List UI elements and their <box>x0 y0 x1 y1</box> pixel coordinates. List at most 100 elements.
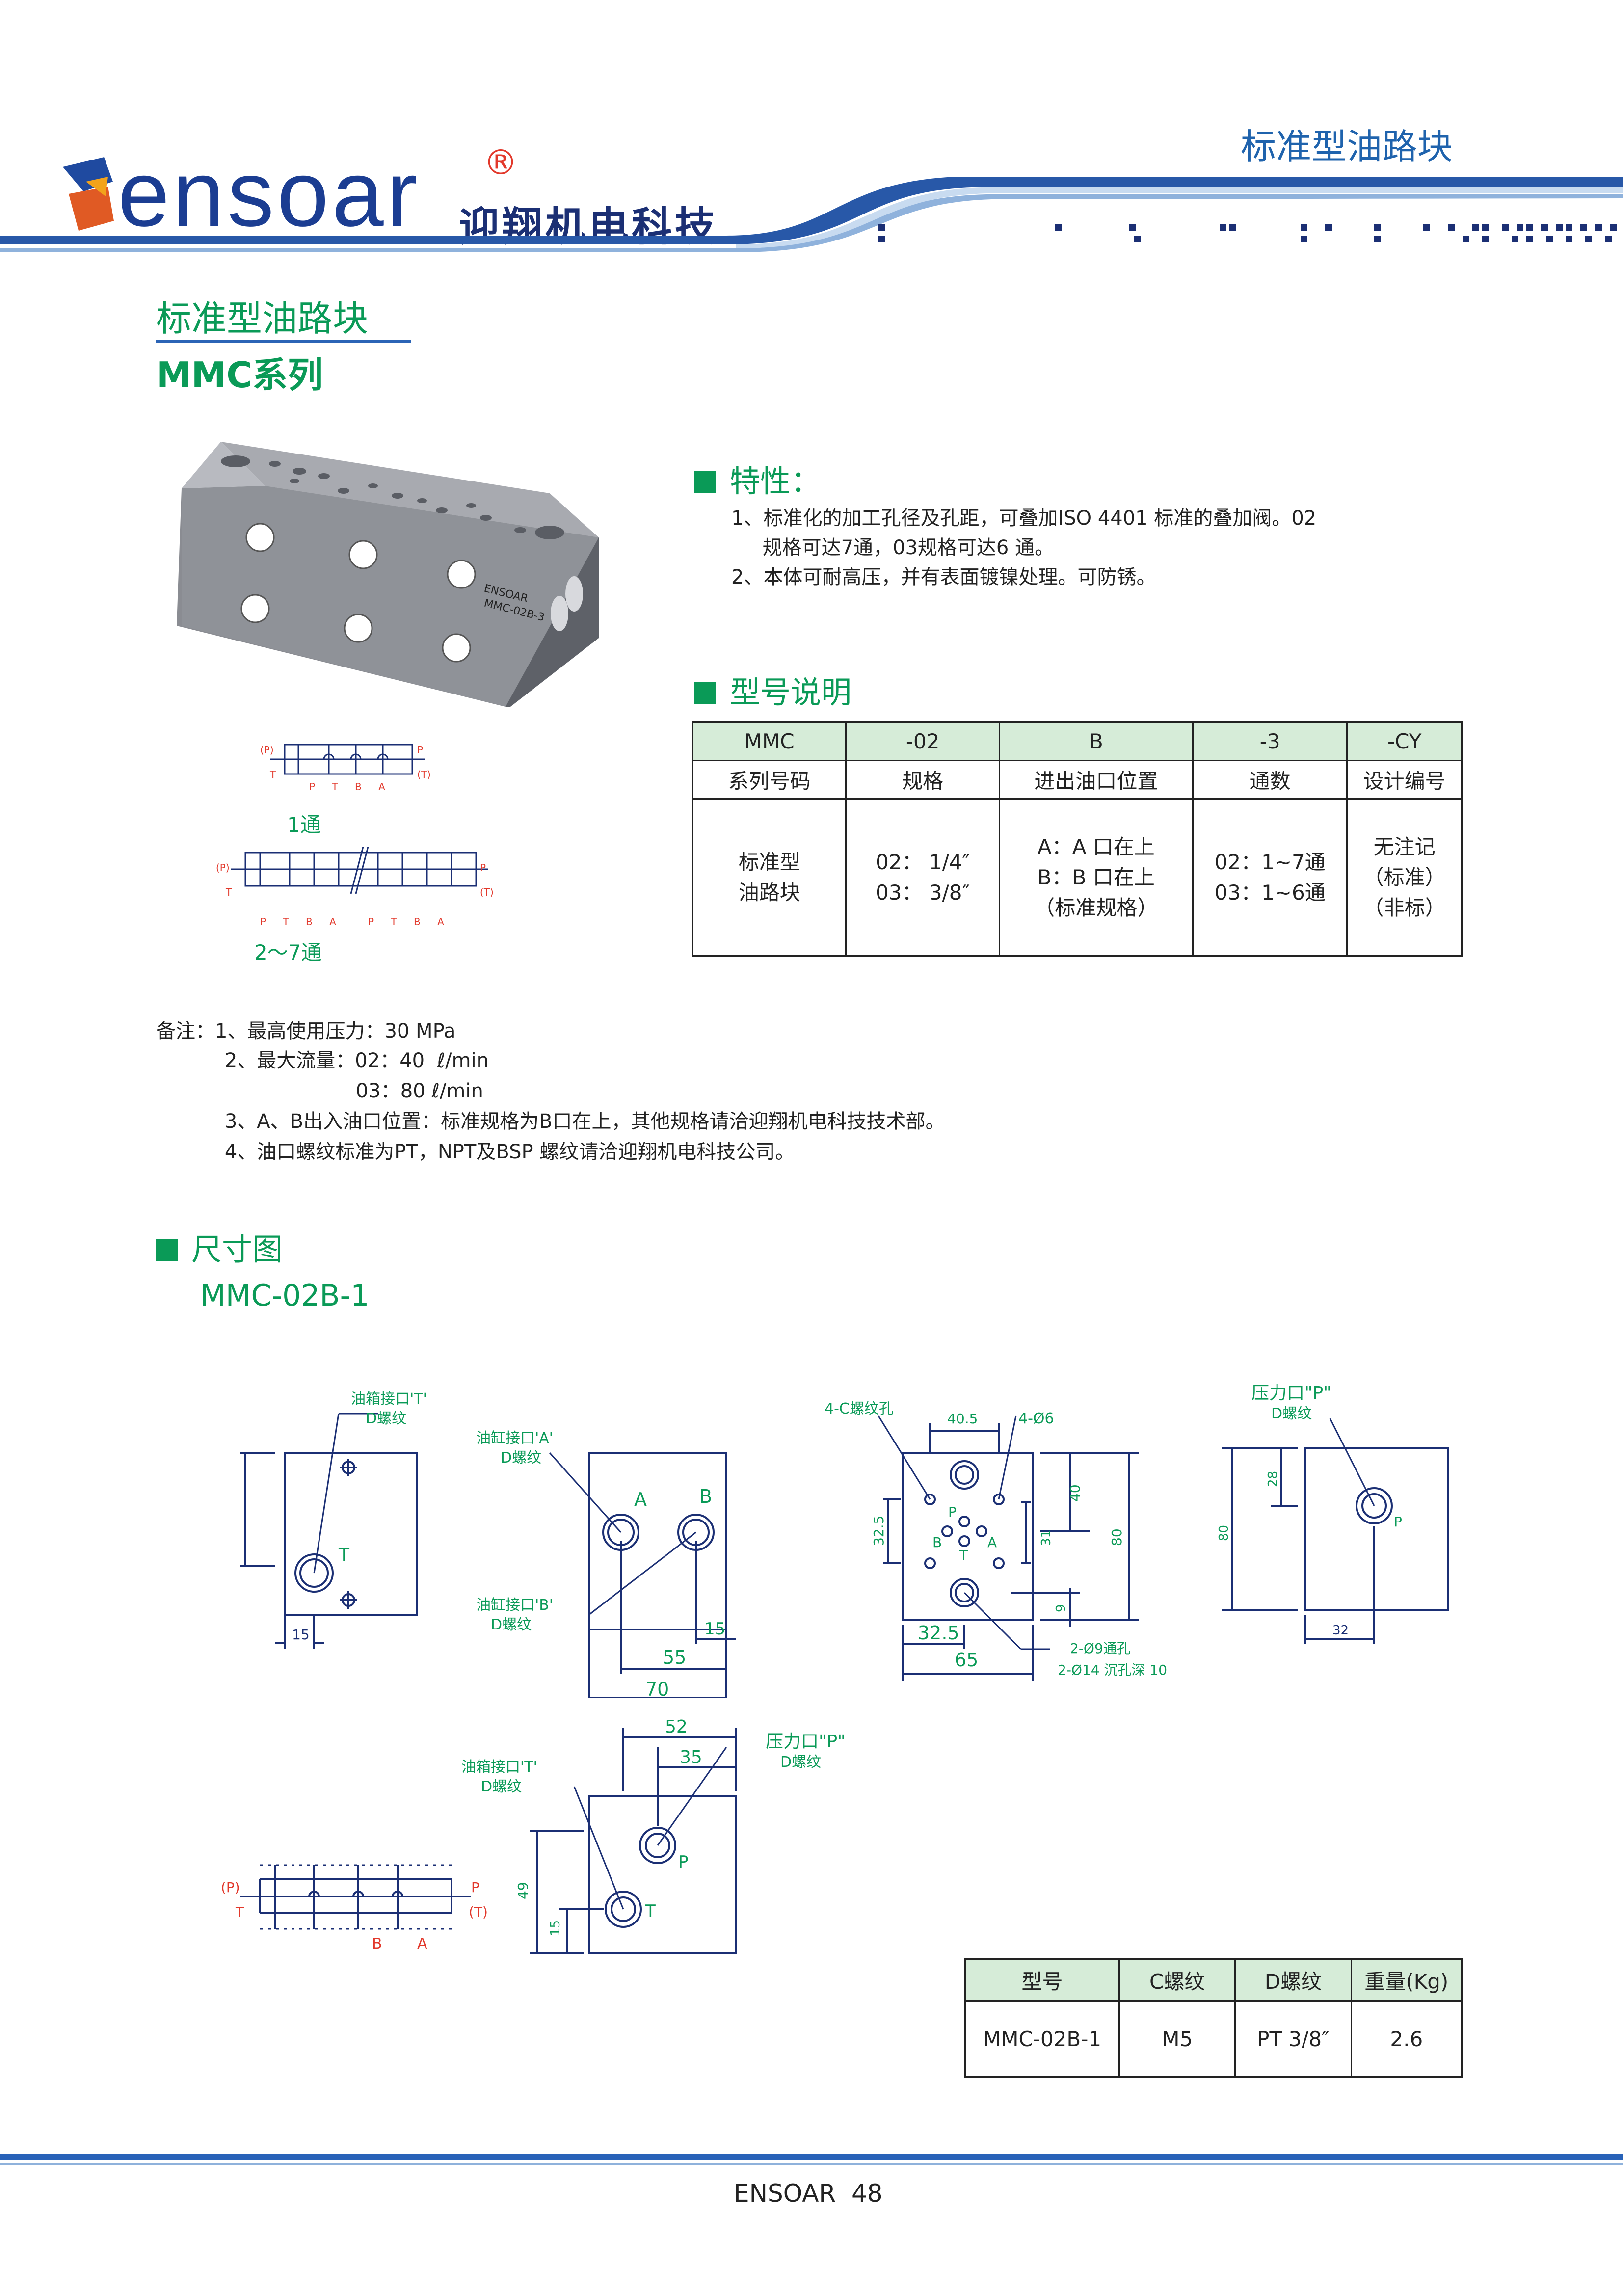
view3-callout-hole2: 2-Ø14 沉孔深 10 <box>1058 1662 1167 1678</box>
detail-line: 无注记 <box>1373 834 1436 859</box>
hydraulic-symbol: (P) T P (T) B A <box>221 1864 488 1952</box>
view2-dim-70: 70 <box>645 1679 669 1698</box>
detail-line: 02： 1/4″ <box>876 850 970 874</box>
view4-dim-32: 32 <box>1332 1623 1349 1638</box>
name-cell: 通数 <box>1192 760 1348 800</box>
schematic2-label-t-right: (T) <box>480 886 494 898</box>
footer-rule <box>0 2154 1623 2160</box>
view5-dim-52: 52 <box>665 1718 688 1737</box>
detail-line: 03： 3/8″ <box>876 880 970 905</box>
detail-line: 油路块 <box>738 880 800 905</box>
view5-dim-15: 15 <box>548 1920 563 1936</box>
schematic2-label-p-right: P <box>480 862 486 874</box>
detail-cell: A：A 口在上 B：B 口在上 （标准规格） <box>998 798 1194 957</box>
drawing-view-ab-ports: 油缸接口'A' D螺纹 油缸接口'B' D螺纹 A B 15 55 70 <box>476 1430 736 1698</box>
view3-dim-80: 80 <box>1109 1528 1125 1546</box>
symbol-label-t-right: (T) <box>469 1904 488 1920</box>
dimensions-heading-text: 尺寸图 <box>191 1231 283 1267</box>
name-cell: 设计编号 <box>1346 760 1463 800</box>
spec-cell: 2.6 <box>1350 2000 1463 2078</box>
header-category: 标准型油路块 <box>1241 126 1453 167</box>
detail-line: A：A 口在上 <box>1037 834 1155 859</box>
view5-callout-p-d: D螺纹 <box>780 1754 821 1771</box>
view5-port-p: P <box>678 1852 689 1872</box>
drawing-view-p-port: 压力口"P" D螺纹 28 80 32 P <box>1217 1383 1449 1644</box>
view2-callout-b-d: D螺纹 <box>491 1616 532 1633</box>
features-heading-text: 特性： <box>730 463 822 499</box>
code-cell: -CY <box>1346 721 1463 761</box>
code-cell: B <box>998 721 1194 761</box>
view3-callout-hole1: 2-Ø9通孔 <box>1070 1640 1131 1656</box>
detail-line: （标准规格） <box>1034 895 1158 920</box>
dimensions-heading: 尺寸图 <box>156 1225 283 1269</box>
code-cell: MMC <box>692 721 847 761</box>
code-cell: -3 <box>1192 721 1348 761</box>
schematic2-ports-right: P T B A <box>368 916 451 928</box>
symbol-port-a: A <box>417 1935 427 1952</box>
drawing-view-t-port: 油箱接口'T' D螺纹 T 15 <box>240 1390 427 1649</box>
spec-header: C螺纹 <box>1118 1958 1236 2002</box>
view2-callout-b: 油缸接口'B' <box>476 1597 553 1614</box>
section-square-icon <box>694 682 716 704</box>
schematic2-ports-left: P T B A <box>260 916 343 928</box>
detail-cell: 无注记 （标准） （非标） <box>1346 798 1463 957</box>
view3-callout-d6: 4-Ø6 <box>1018 1410 1054 1427</box>
view3-callout-c: 4-C螺纹孔 <box>825 1400 894 1417</box>
model-explain-table: MMC -02 B -3 -CY 系列号码 规格 进出油口位置 通数 设计编号 … <box>692 721 1463 957</box>
brand-logo <box>59 147 118 245</box>
section-square-icon <box>694 471 716 493</box>
name-cell: 系列号码 <box>692 760 847 800</box>
view1-port-t: T <box>338 1545 350 1565</box>
schematic1-label-t: T <box>269 769 276 780</box>
dimensions-model: MMC-02B-1 <box>200 1279 370 1313</box>
schematic2-caption: 2～7通 <box>254 940 321 964</box>
schematic1-label-t-right: (T) <box>417 769 431 780</box>
detail-cell: 02： 1/4″ 03： 3/8″ <box>845 798 1000 957</box>
detail-line: 03：1~6通 <box>1214 880 1326 905</box>
schematic1-label-p: (P) <box>260 744 274 756</box>
schematic2-label-p: (P) <box>216 862 230 874</box>
code-cell: -02 <box>845 721 1000 761</box>
view2-dim-55: 55 <box>663 1647 686 1668</box>
feature-line-2: 规格可达7通，03规格可达6 通。 <box>731 536 1055 559</box>
detail-cell: 02：1~7通 03：1~6通 <box>1192 798 1348 957</box>
page-title: 标准型油路块 <box>156 298 369 339</box>
view3-port-p: P <box>948 1504 957 1520</box>
view4-port-p: P <box>1394 1514 1402 1530</box>
page-series: MMC系列 <box>156 354 323 396</box>
view3-port-b: B <box>932 1534 942 1550</box>
view1-callout-d: D螺纹 <box>366 1410 406 1427</box>
view4-callout-p: 压力口"P" <box>1251 1383 1331 1403</box>
name-cell: 进出油口位置 <box>998 760 1194 800</box>
symbol-label-p: (P) <box>221 1879 240 1896</box>
model-explain-heading-text: 型号说明 <box>730 674 852 710</box>
view4-dim-28: 28 <box>1266 1471 1280 1487</box>
spec-header: 重量(Kg) <box>1350 1958 1463 2002</box>
detail-cell: 标准型 油路块 <box>692 798 847 957</box>
view4-callout-d: D螺纹 <box>1271 1405 1312 1422</box>
detail-line: 标准型 <box>738 850 800 874</box>
registered-mark: ® <box>483 142 518 183</box>
schematic-multi-station: (P) T P (T) P T B A P T B A 2～7通 <box>216 847 494 964</box>
view2-callout-a: 油缸接口'A' <box>476 1430 553 1447</box>
note-line-3: 03：80 ℓ/min <box>156 1080 483 1102</box>
note-line-5: 4、油口螺纹标准为PT，NPT及BSP 螺纹请洽迎翔机电科技公司。 <box>156 1141 795 1163</box>
schematic2-label-t: T <box>225 886 232 898</box>
title-underline <box>156 340 411 343</box>
view4-dim-80: 80 <box>1217 1525 1231 1541</box>
schematic1-label-p-right: P <box>417 744 423 756</box>
view3-dim-405: 40.5 <box>947 1411 978 1427</box>
view1-dim-15: 15 <box>292 1627 310 1643</box>
spec-header: D螺纹 <box>1234 1958 1352 2002</box>
drawing-view-side-pt: 油箱接口'T' D螺纹 压力口"P" D螺纹 52 35 49 15 P T <box>461 1718 846 1954</box>
logo-mark-icon <box>63 157 114 231</box>
note-line-2: 2、最大流量：02：40 ℓ/min <box>156 1049 489 1072</box>
view2-dim-15: 15 <box>704 1619 725 1639</box>
view1-callout-t: 油箱接口'T' <box>351 1390 427 1408</box>
brand-wordmark: ensoar <box>118 142 421 246</box>
spec-cell: M5 <box>1118 2000 1236 2078</box>
view2-port-b: B <box>699 1486 712 1507</box>
view5-callout-t: 油箱接口'T' <box>461 1759 537 1776</box>
view2-callout-a-d: D螺纹 <box>501 1449 541 1467</box>
detail-line: （标准） <box>1363 865 1446 889</box>
